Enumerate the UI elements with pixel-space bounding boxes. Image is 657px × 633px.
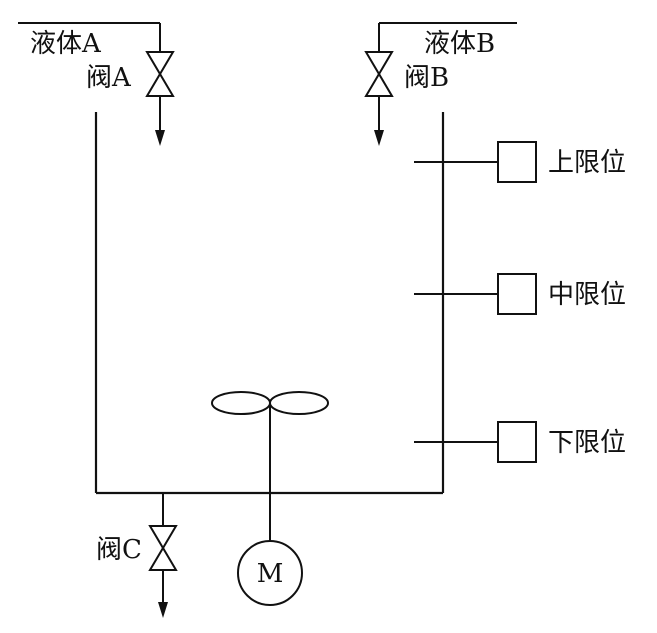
liquid-a-inlet: [18, 22, 161, 52]
liquid-b-inlet: [378, 22, 517, 52]
valve-c-outlet-arrow: [158, 570, 168, 618]
liquid-a-label: 液体A: [30, 29, 102, 59]
lower-limit-sensor: [414, 421, 537, 463]
valve-c: [148, 525, 178, 571]
liquid-b-label: 液体B: [424, 29, 495, 59]
valve-a: [145, 51, 175, 97]
upper-limit-label: 上限位: [548, 148, 626, 178]
valve-b-label: 阀B: [404, 63, 449, 93]
valve-b: [364, 51, 394, 97]
motor: [237, 540, 303, 606]
lower-limit-label: 下限位: [548, 428, 626, 458]
valve-c-label: 阀C: [96, 535, 142, 565]
middle-limit-label: 中限位: [548, 280, 626, 310]
valve-a-outlet-arrow: [155, 96, 165, 146]
valve-a-label: 阀A: [86, 63, 132, 93]
agitator: [211, 391, 329, 541]
valve-b-outlet-arrow: [374, 96, 384, 146]
motor-label: M: [257, 559, 284, 589]
upper-limit-sensor: [414, 141, 537, 183]
middle-limit-sensor: [414, 273, 537, 315]
